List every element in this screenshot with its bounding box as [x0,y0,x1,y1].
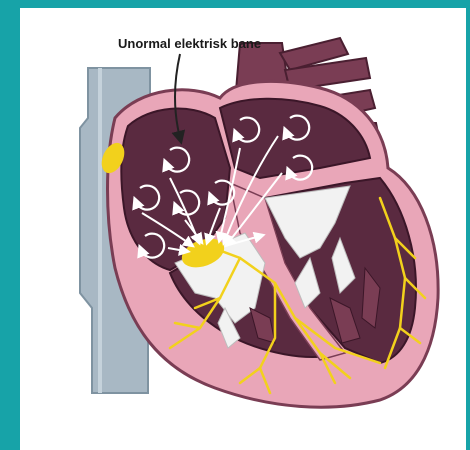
abnormal-path-label: Unormal elektrisk bane [118,36,261,51]
heart-diagram: Unormal elektrisk bane [20,8,466,450]
diagram-panel: Unormal elektrisk bane [20,8,466,450]
